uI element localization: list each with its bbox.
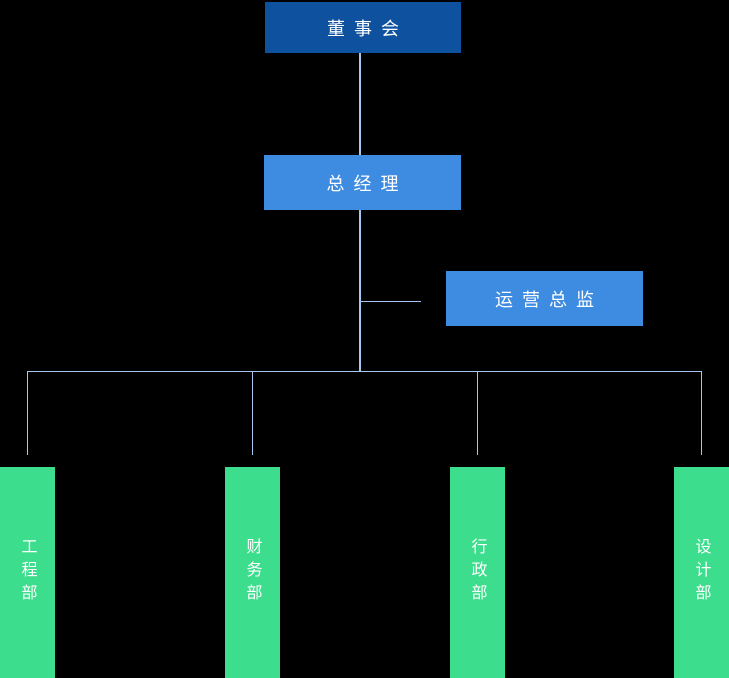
org-node-operations-director-label: 运营总监: [495, 289, 603, 311]
org-node-general-manager-label: 总经理: [326, 173, 408, 195]
connector-drop-engineering: [27, 371, 28, 455]
org-node-operations-director: 运营总监: [446, 271, 643, 326]
org-node-general-manager: 总经理: [264, 155, 461, 210]
connector-drop-finance: [252, 371, 253, 455]
org-node-dept-engineering-label: 工程部: [18, 538, 38, 607]
connector-drop-design: [701, 371, 702, 455]
connector-ops-branch: [360, 301, 421, 302]
connector-distributor: [27, 371, 702, 372]
org-node-dept-design-label: 设计部: [692, 538, 712, 607]
org-node-dept-admin-label: 行政部: [468, 538, 488, 607]
org-node-dept-finance: 财务部: [225, 467, 280, 678]
org-node-board-label: 董事会: [327, 18, 408, 40]
connector-drop-admin: [477, 371, 478, 455]
org-node-dept-engineering: 工程部: [0, 467, 55, 678]
org-node-dept-admin: 行政部: [450, 467, 505, 678]
connector-gm-stem: [359, 210, 361, 371]
connector-board-to-gm: [359, 53, 361, 155]
org-node-dept-finance-label: 财务部: [243, 538, 263, 607]
org-node-board: 董事会: [265, 2, 461, 53]
org-node-dept-design: 设计部: [674, 467, 729, 678]
